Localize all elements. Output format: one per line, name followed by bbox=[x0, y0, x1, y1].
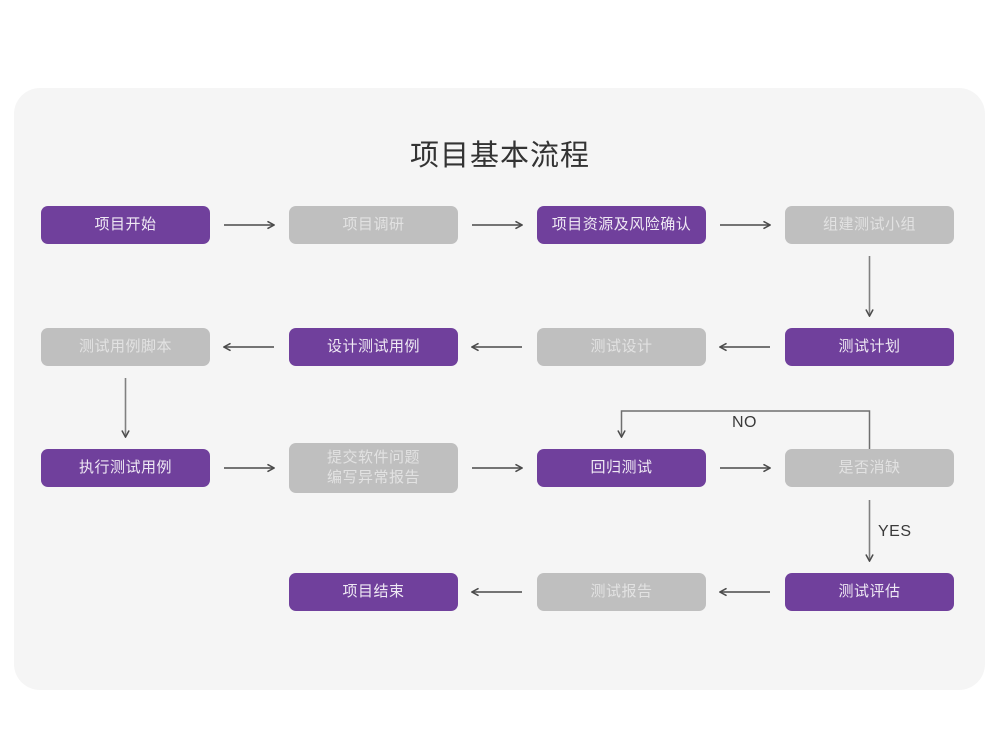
node-execute-test-cases[interactable]: 执行测试用例 bbox=[41, 449, 210, 487]
node-label: 项目开始 bbox=[94, 216, 157, 233]
node-defects-cleared-decision[interactable]: 是否消缺 bbox=[785, 449, 954, 487]
node-test-design[interactable]: 测试设计 bbox=[537, 328, 706, 366]
node-label: 组建测试小组 bbox=[822, 216, 916, 233]
node-label: 项目资源及风险确认 bbox=[551, 216, 692, 233]
node-project-end[interactable]: 项目结束 bbox=[289, 573, 458, 611]
node-test-evaluation[interactable]: 测试评估 bbox=[785, 573, 954, 611]
node-label: 测试设计 bbox=[590, 338, 653, 355]
node-resource-risk-confirm[interactable]: 项目资源及风险确认 bbox=[537, 206, 706, 244]
node-label: 项目结束 bbox=[342, 583, 405, 600]
node-test-report[interactable]: 测试报告 bbox=[537, 573, 706, 611]
node-regression-test[interactable]: 回归测试 bbox=[537, 449, 706, 487]
edge-label-yes: YES bbox=[878, 523, 912, 540]
node-label: 回归测试 bbox=[590, 459, 653, 476]
node-submit-defects-report[interactable]: 提交软件问题 编写异常报告 bbox=[289, 443, 458, 493]
node-project-research[interactable]: 项目调研 bbox=[289, 206, 458, 244]
node-label: 设计测试用例 bbox=[326, 338, 420, 355]
node-test-case-scripts[interactable]: 测试用例脚本 bbox=[41, 328, 210, 366]
node-label: 提交软件问题 编写异常报告 bbox=[326, 449, 420, 486]
node-label: 是否消缺 bbox=[838, 459, 901, 476]
node-label: 测试计划 bbox=[838, 338, 901, 355]
node-label: 项目调研 bbox=[342, 216, 405, 233]
node-label: 测试评估 bbox=[838, 583, 901, 600]
edge-label-no: NO bbox=[732, 414, 757, 431]
node-label: 测试报告 bbox=[590, 583, 653, 600]
node-design-test-cases[interactable]: 设计测试用例 bbox=[289, 328, 458, 366]
node-label: 执行测试用例 bbox=[78, 459, 172, 476]
node-project-start[interactable]: 项目开始 bbox=[41, 206, 210, 244]
node-label: 测试用例脚本 bbox=[78, 338, 172, 355]
page-title: 项目基本流程 bbox=[409, 140, 590, 172]
node-build-test-team[interactable]: 组建测试小组 bbox=[785, 206, 954, 244]
node-test-plan[interactable]: 测试计划 bbox=[785, 328, 954, 366]
